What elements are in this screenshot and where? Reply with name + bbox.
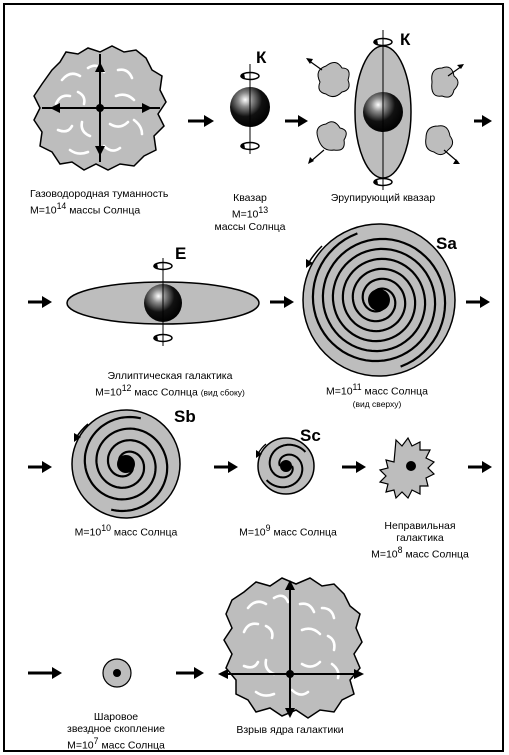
type-label-k: К: [256, 48, 266, 68]
flow-arrow: [214, 461, 238, 473]
caption-elliptical-mass: М=1012 масс Солнца (вид сбоку): [60, 382, 280, 399]
caption-irregular-line2: галактика: [360, 532, 480, 544]
type-label-e: E: [175, 244, 186, 264]
flow-arrow: [28, 667, 62, 679]
flow-arrow: [342, 461, 366, 473]
caption-spiral-sc: М=109 масс Солнца: [228, 522, 348, 539]
flow-arrow: [28, 296, 52, 308]
caption-quasar: Квазар М=1013 массы Солнца: [210, 192, 290, 233]
caption-explosion-line1: Взрыв ядра галактики: [220, 724, 360, 736]
caption-erupting-line1: Эрупирующий квазар: [318, 192, 448, 204]
flow-arrow: [28, 461, 52, 473]
caption-sa-mass: М=1011 масс Солнца: [312, 381, 442, 398]
type-label-k-erupting: К: [400, 30, 410, 50]
spiral-galaxy-sb: [72, 410, 180, 518]
caption-spiral-sb: М=1010 масс Солнца: [66, 522, 186, 539]
caption-nebula: Газоводородная туманность М=1014 массы С…: [30, 188, 190, 217]
type-label-sb: Sb: [174, 407, 196, 427]
caption-elliptical: Эллиптическая галактика М=1012 масс Солн…: [60, 370, 280, 399]
caption-irregular: Неправильная галактика М=108 масс Солнца: [360, 520, 480, 561]
flow-arrow: [188, 115, 214, 127]
caption-globular-mass: М=107 масс Солнца: [56, 735, 176, 752]
flow-arrow: [285, 115, 308, 127]
caption-globular-line1: Шаровое: [56, 711, 176, 723]
elliptical-galaxy: [67, 258, 259, 346]
caption-sc-mass: М=109 масс Солнца: [228, 522, 348, 539]
caption-elliptical-line1: Эллиптическая галактика: [60, 370, 280, 382]
caption-globular: Шаровое звездное скопление М=107 масс Со…: [56, 711, 176, 752]
irregular-galaxy: [380, 438, 434, 498]
caption-nebula-line1: Газоводородная туманность: [30, 188, 190, 200]
globular-cluster: [103, 659, 131, 687]
nebula-cloud: [34, 46, 166, 170]
spiral-galaxy-sa: [303, 224, 455, 376]
caption-erupting-quasar: Эрупирующий квазар: [318, 192, 448, 204]
quasar: [230, 64, 270, 154]
caption-quasar-mass: М=1013: [210, 204, 290, 221]
caption-irregular-mass: М=108 масс Солнца: [360, 544, 480, 561]
erupting-quasar: [306, 30, 464, 190]
spiral-galaxy-sc: [256, 438, 314, 494]
type-label-sc: Sc: [300, 426, 321, 446]
flow-arrow: [474, 115, 492, 127]
caption-sb-mass: М=1010 масс Солнца: [66, 522, 186, 539]
caption-explosion: Взрыв ядра галактики: [220, 724, 360, 736]
flow-arrow: [176, 667, 204, 679]
caption-spiral-sa: М=1011 масс Солнца (вид сверху): [312, 381, 442, 410]
caption-sa-view: (вид сверху): [312, 398, 442, 410]
flow-arrow: [466, 296, 490, 308]
flow-arrow: [270, 296, 294, 308]
caption-nebula-mass: М=1014 массы Солнца: [30, 200, 190, 217]
caption-globular-line2: звездное скопление: [56, 723, 176, 735]
caption-quasar-line3: массы Солнца: [210, 221, 290, 233]
caption-irregular-line1: Неправильная: [360, 520, 480, 532]
galactic-core-explosion: [218, 578, 364, 718]
type-label-sa: Sa: [436, 234, 457, 254]
flow-arrow: [468, 461, 492, 473]
caption-quasar-line1: Квазар: [210, 192, 290, 204]
